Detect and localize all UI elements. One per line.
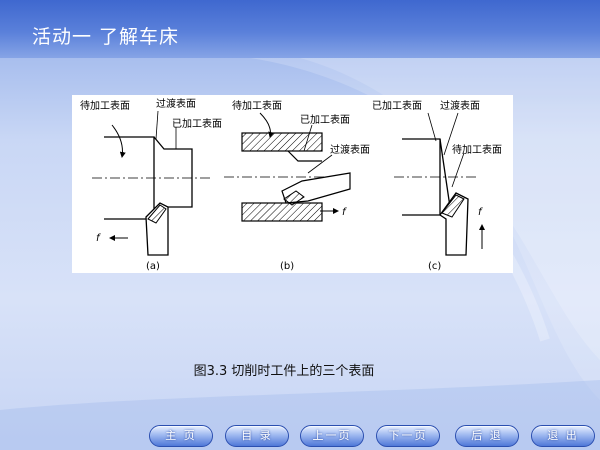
figure-caption-text: 图3.3 切削时工件上的三个表面 [193, 364, 375, 379]
diagram-c: f 已加工表面 过渡表面 待加工表面 (c) [372, 99, 502, 272]
diagram-c-to-be-machined-label: 待加工表面 [452, 143, 502, 156]
figure-caption: 图3.3 切削时工件上的三个表面 [0, 360, 600, 379]
diagram-a-transition-label: 过渡表面 [156, 97, 196, 110]
contents-button[interactable]: 目 录 [225, 425, 289, 447]
diagram-a-machined-label: 已加工表面 [172, 117, 222, 130]
diagram-c-transition-label: 过渡表面 [440, 99, 480, 112]
exit-button[interactable]: 退 出 [531, 425, 595, 447]
prev-page-button[interactable]: 上一页 [300, 425, 364, 447]
diagram-b-feed: f [342, 207, 347, 218]
diagram-b: f 待加工表面 已加工表面 过渡表面 (b) [224, 99, 370, 272]
header-bar [0, 0, 600, 58]
diagram-a: f 待加工表面 过渡表面 已加工表面 (a) [80, 97, 222, 272]
navigation-bar: 主 页 目 录 上一页 下一页 后 退 退 出 [0, 418, 600, 450]
slide-title: 活动一 了解车床 [32, 26, 180, 48]
diagram-a-caption: (a) [146, 261, 160, 272]
diagram-b-machined-label: 已加工表面 [300, 113, 350, 126]
diagram-c-feed: f [478, 207, 483, 218]
back-button[interactable]: 后 退 [455, 425, 519, 447]
diagram-c-caption: (c) [428, 261, 441, 272]
cutting-surfaces-figure: f 待加工表面 过渡表面 已加工表面 (a) f 待加工表面 [72, 95, 513, 273]
diagram-b-transition-label: 过渡表面 [330, 143, 370, 156]
diagram-a-to-be-machined-label: 待加工表面 [80, 99, 130, 112]
diagram-c-machined-label: 已加工表面 [372, 99, 422, 112]
home-button[interactable]: 主 页 [149, 425, 213, 447]
diagram-b-caption: (b) [280, 261, 294, 272]
next-page-button[interactable]: 下一页 [376, 425, 440, 447]
diagram-a-feed: f [96, 233, 101, 244]
diagram-b-to-be-machined-label: 待加工表面 [232, 99, 282, 112]
